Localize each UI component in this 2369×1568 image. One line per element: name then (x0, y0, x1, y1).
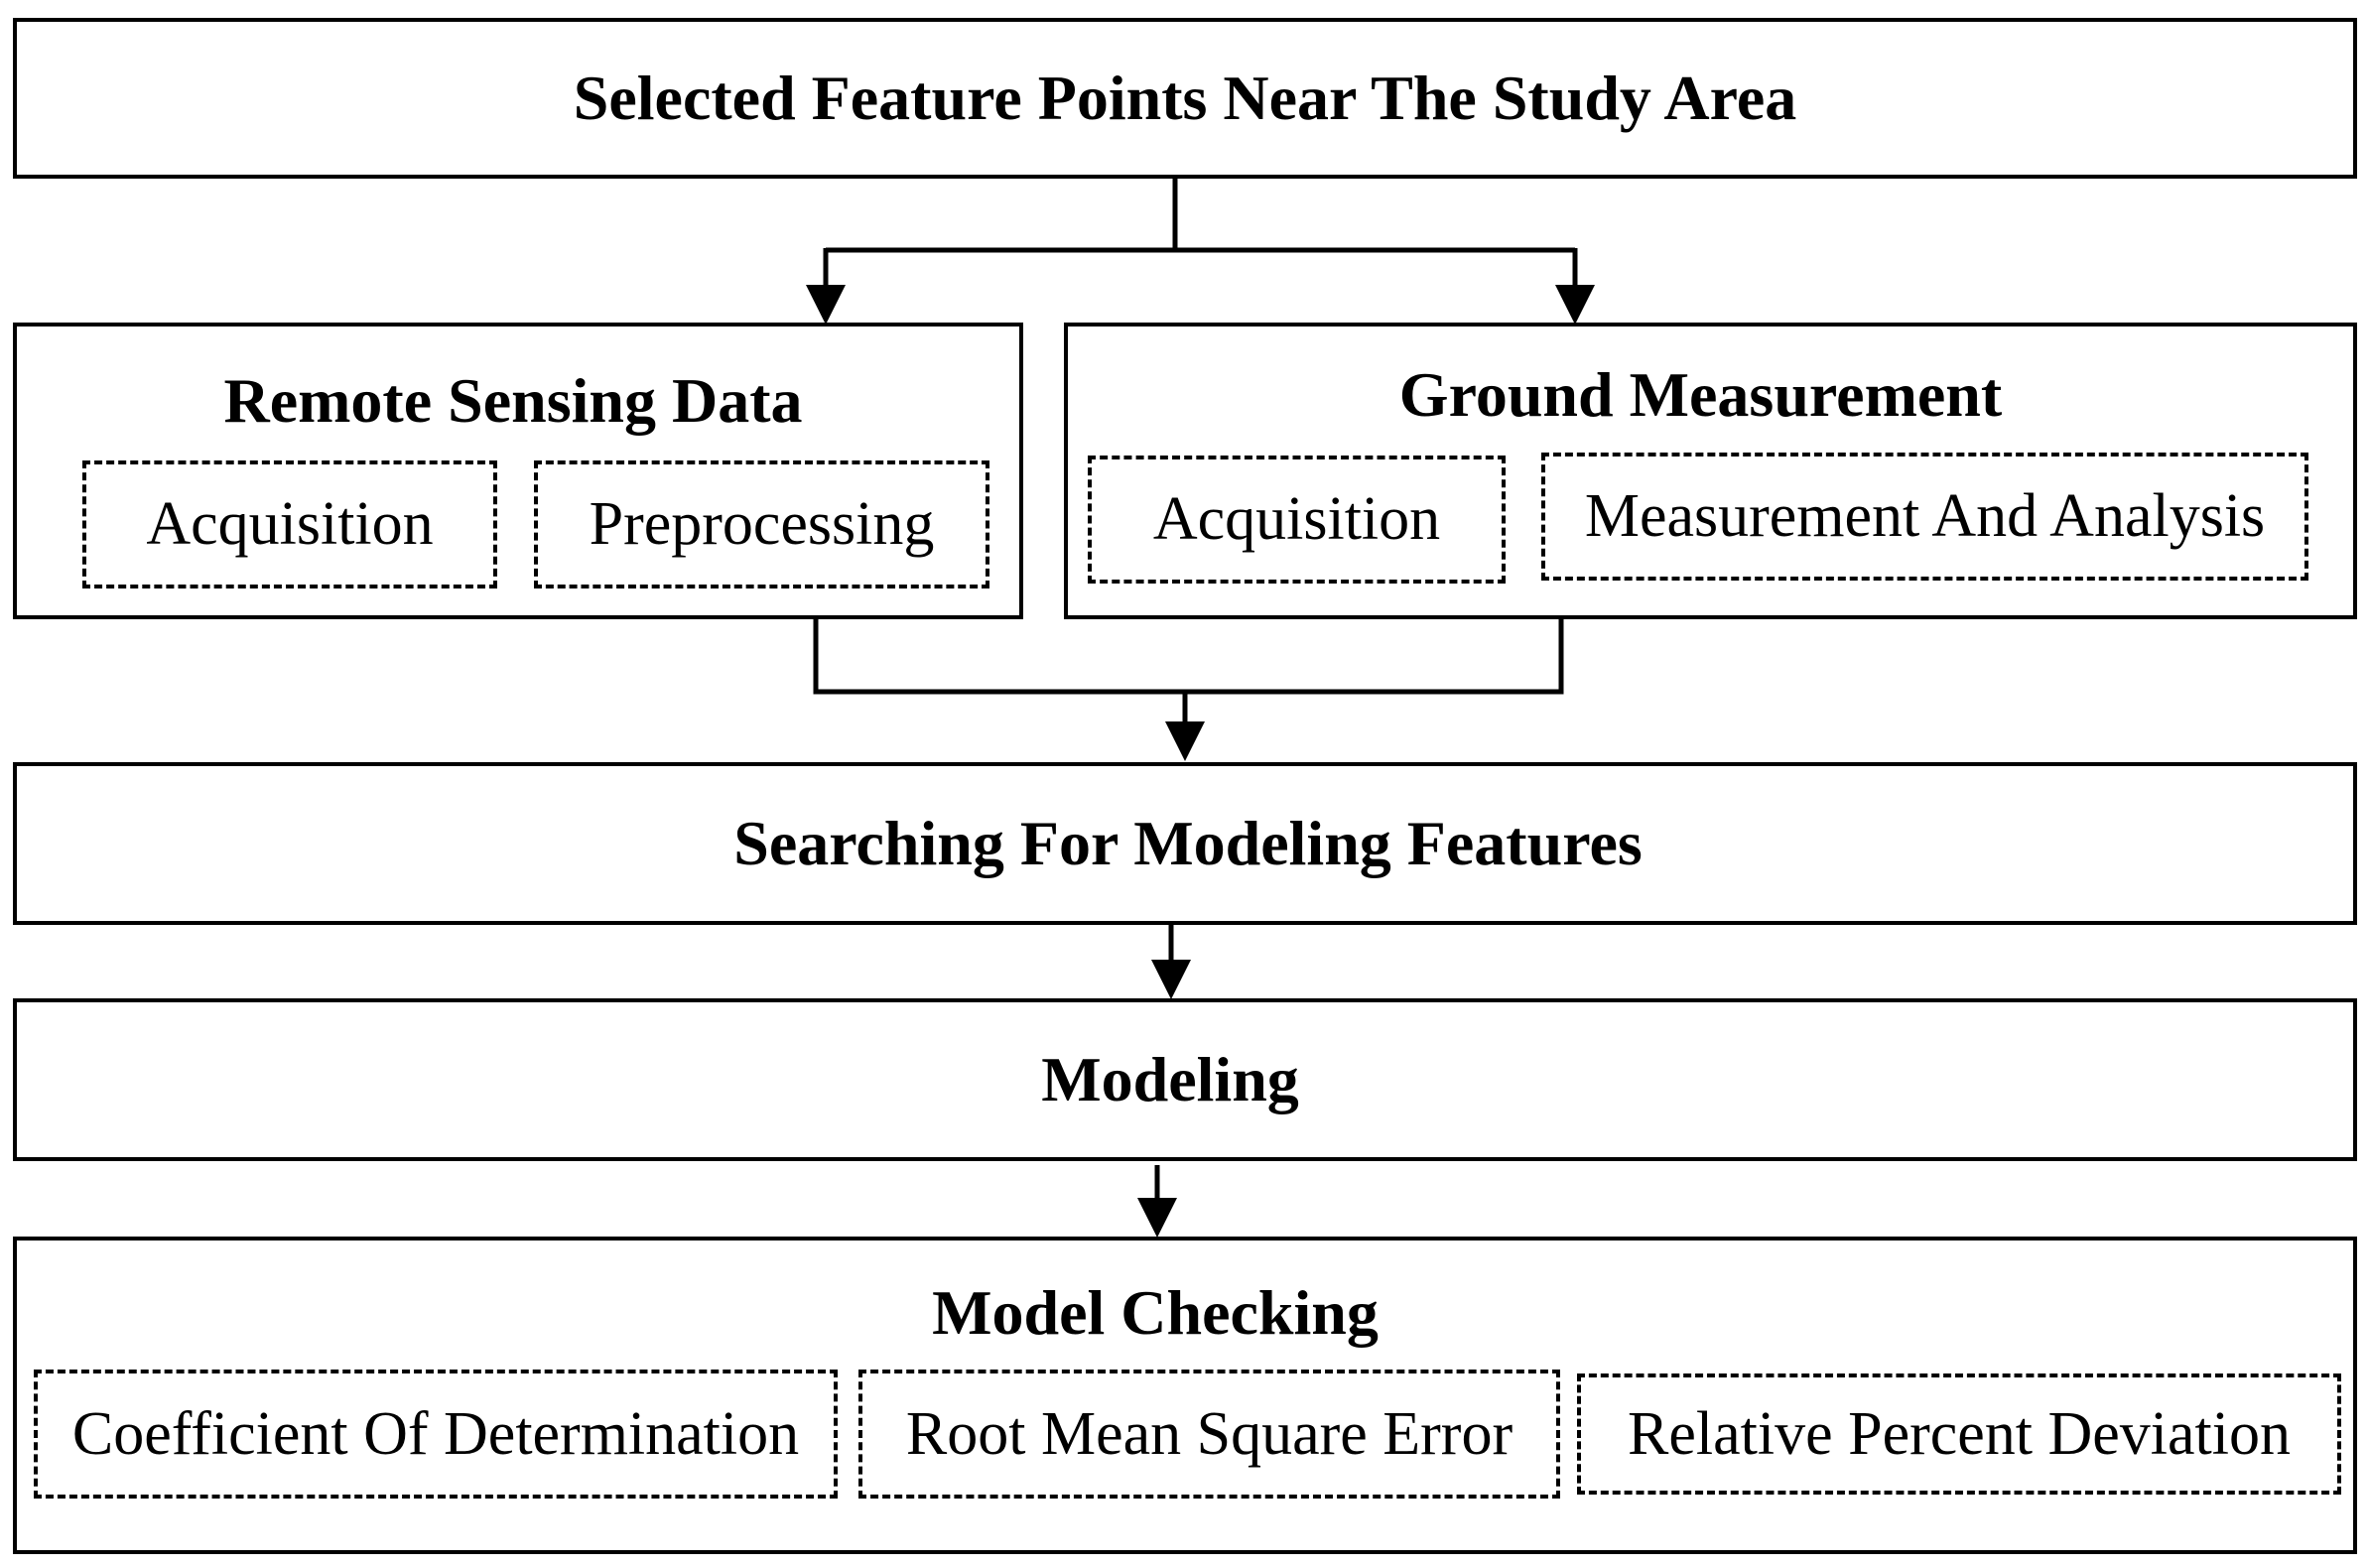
merge-connector (813, 619, 1564, 695)
searching-modeling-features-box: Searching For Modeling Features (13, 762, 2357, 925)
remote-sensing-data-title: Remote Sensing Data (223, 365, 803, 436)
ground-measurement-title: Ground Measurement (1398, 359, 2003, 430)
relative-percent-deviation-step: Relative Percent Deviation (1577, 1373, 2341, 1495)
ground-acquisition-step: Acquisition (1088, 456, 1506, 584)
selected-feature-points-box: Selected Feature Points Near The Study A… (13, 18, 2357, 179)
remote-acquisition-step: Acquisition (82, 460, 497, 588)
model-checking-title: Model Checking (932, 1277, 1379, 1348)
model-checking-box: Model Checking Coefficient Of Determinat… (13, 1237, 2357, 1554)
remote-preprocessing-step: Preprocessing (534, 460, 989, 588)
split-connector (826, 179, 1575, 253)
coefficient-of-determination-step: Coefficient Of Determination (34, 1370, 838, 1499)
ground-measurement-analysis-step: Measurement And Analysis (1541, 453, 2308, 581)
remote-sensing-data-box: Remote Sensing Data Acquisition Preproce… (13, 323, 1023, 619)
searching-modeling-features-title: Searching For Modeling Features (733, 808, 1643, 878)
ground-measurement-box: Ground Measurement Acquisition Measureme… (1064, 323, 2357, 619)
root-mean-square-error-step: Root Mean Square Error (858, 1370, 1560, 1499)
selected-feature-points-title: Selected Feature Points Near The Study A… (573, 63, 1797, 133)
modeling-title: Modeling (1041, 1044, 1299, 1114)
modeling-box: Modeling (13, 998, 2357, 1161)
